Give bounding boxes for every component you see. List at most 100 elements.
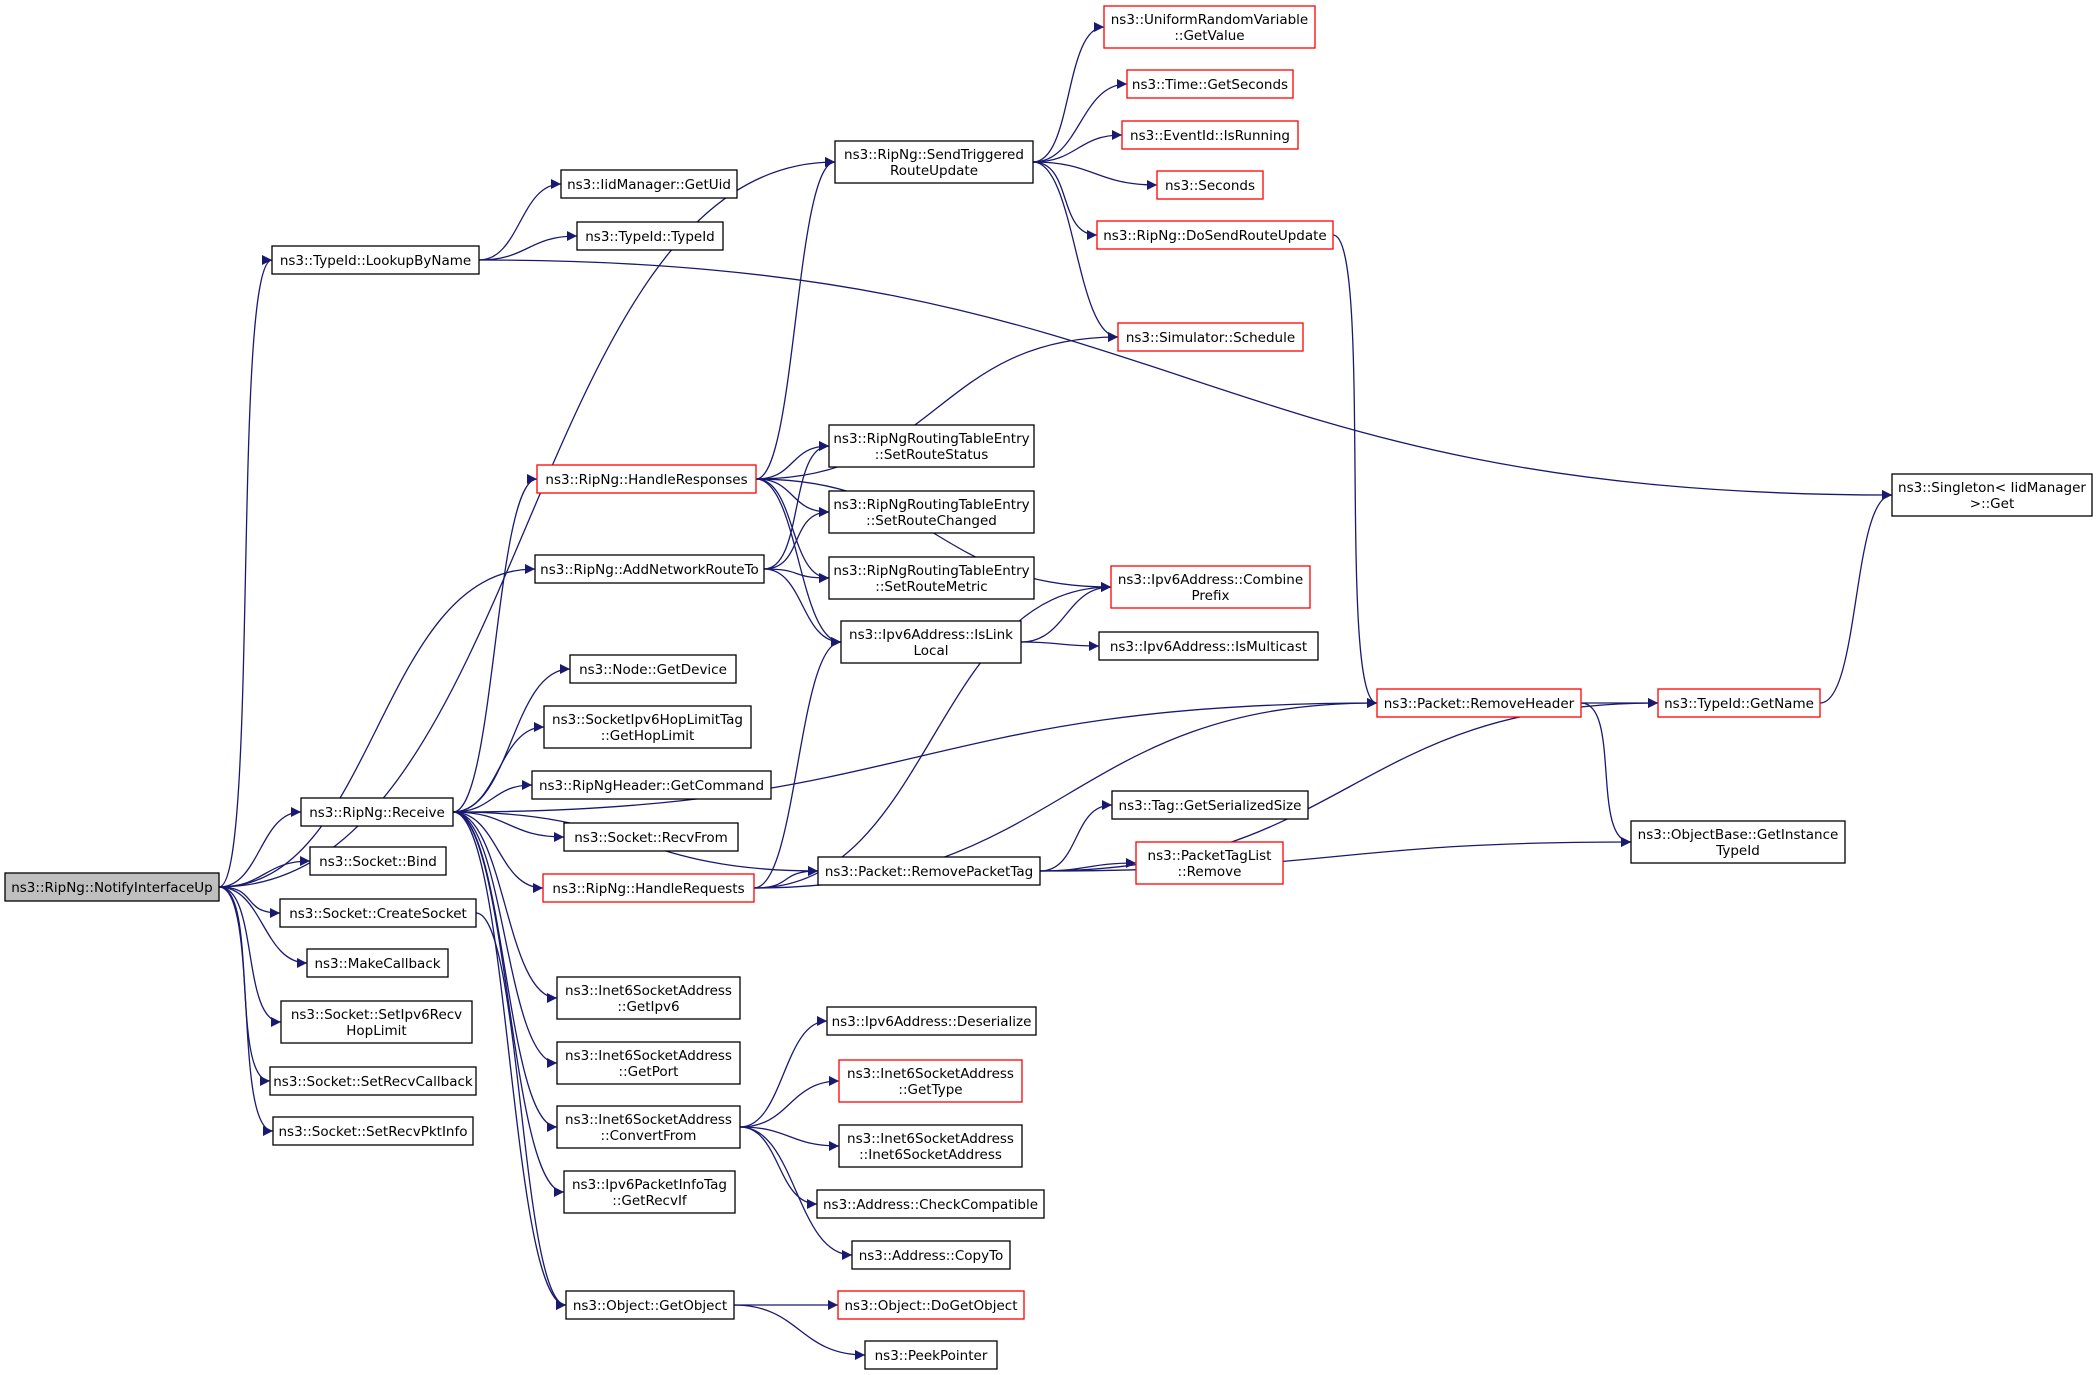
node-peek-pointer[interactable]: ns3::PeekPointer <box>864 1340 998 1370</box>
node-uniform-get-value[interactable]: ns3::UniformRandomVariable::GetValue <box>1103 5 1316 49</box>
edge-receive-to-get-command <box>452 780 533 813</box>
node-tag-get-serialized-size[interactable]: ns3::Tag::GetSerializedSize <box>1111 790 1309 820</box>
node-label: ::ConvertFrom <box>601 1128 697 1144</box>
node-lookup-by-name[interactable]: ns3::TypeId::LookupByName <box>271 245 480 275</box>
node-label: ::GetPort <box>619 1064 679 1080</box>
node-label: ns3::RipNgHeader::GetCommand <box>539 778 764 794</box>
node-box <box>1891 473 2093 517</box>
node-get-name[interactable]: ns3::TypeId::GetName <box>1657 688 1821 718</box>
node-do-get-object[interactable]: ns3::Object::DoGetObject <box>837 1290 1025 1320</box>
node-socket-bind[interactable]: ns3::Socket::Bind <box>309 846 447 876</box>
node-notify-interface-up[interactable]: ns3::RipNg::NotifyInterfaceUp <box>4 872 220 902</box>
node-type-id-type-id[interactable]: ns3::TypeId::TypeId <box>576 221 724 251</box>
node-label: ns3::RipNgRoutingTableEntry <box>833 431 1029 447</box>
edge-receive-to-get-port <box>452 811 558 1068</box>
node-address-copy-to[interactable]: ns3::Address::CopyTo <box>851 1240 1011 1270</box>
node-box <box>563 822 739 852</box>
node-handle-requests[interactable]: ns3::RipNg::HandleRequests <box>542 873 755 903</box>
node-add-network-route-to[interactable]: ns3::RipNg::AddNetworkRouteTo <box>534 554 765 584</box>
node-get-port[interactable]: ns3::Inet6SocketAddress::GetPort <box>556 1041 741 1085</box>
edge-notify-interface-up-to-send-triggered <box>218 157 836 888</box>
node-label: ns3::TypeId::LookupByName <box>280 253 471 269</box>
node-label: TypeId <box>1715 843 1760 859</box>
node-get-ipv6[interactable]: ns3::Inet6SocketAddress::GetIpv6 <box>556 976 741 1020</box>
node-create-socket[interactable]: ns3::Socket::CreateSocket <box>279 898 477 928</box>
edge-send-triggered-to-time-get-seconds <box>1032 79 1128 163</box>
node-node-get-device[interactable]: ns3::Node::GetDevice <box>569 654 737 684</box>
edge-notify-interface-up-to-set-recv-pkt-info <box>218 886 274 1136</box>
node-box <box>1098 631 1319 661</box>
node-label: ns3::Time::GetSeconds <box>1132 77 1288 93</box>
node-label: ::Remove <box>1178 864 1242 880</box>
node-label: ns3::MakeCallback <box>314 956 440 972</box>
node-sim-schedule[interactable]: ns3::Simulator::Schedule <box>1117 322 1304 352</box>
node-ipv6-deserialize[interactable]: ns3::Ipv6Address::Deserialize <box>826 1006 1037 1036</box>
node-box <box>279 898 477 928</box>
node-label: ns3::ObjectBase::GetInstance <box>1638 827 1839 843</box>
node-box <box>1376 688 1582 718</box>
node-label: ns3::Simulator::Schedule <box>1126 330 1295 346</box>
node-label: ns3::PacketTagList <box>1148 848 1272 864</box>
node-label: ns3::Inet6SocketAddress <box>847 1131 1014 1147</box>
node-do-send-route-update[interactable]: ns3::RipNg::DoSendRouteUpdate <box>1096 220 1334 250</box>
node-box <box>840 620 1022 664</box>
edge-handle-responses-to-set-route-changed <box>755 478 830 517</box>
node-box <box>280 1000 473 1044</box>
node-label: ::GetIpv6 <box>617 999 679 1015</box>
node-packet-tag-list-remove[interactable]: ns3::PacketTagList::Remove <box>1135 841 1284 885</box>
node-convert-from[interactable]: ns3::Inet6SocketAddress::ConvertFrom <box>556 1105 741 1149</box>
node-label: ns3::RipNg::AddNetworkRouteTo <box>540 562 759 578</box>
node-get-recv-if[interactable]: ns3::Ipv6PacketInfoTag::GetRecvIf <box>563 1170 736 1214</box>
node-label: ns3::Ipv6Address::IsMulticast <box>1110 639 1307 655</box>
node-set-recv-pkt-info[interactable]: ns3::Socket::SetRecvPktInfo <box>272 1116 474 1146</box>
node-set-route-metric[interactable]: ns3::RipNgRoutingTableEntry::SetRouteMet… <box>828 556 1035 600</box>
node-remove-packet-tag[interactable]: ns3::Packet::RemovePacketTag <box>817 856 1041 886</box>
node-box <box>272 1116 474 1146</box>
node-recv-from[interactable]: ns3::Socket::RecvFrom <box>563 822 739 852</box>
node-label: RouteUpdate <box>890 163 978 179</box>
node-box <box>536 464 757 494</box>
node-get-command[interactable]: ns3::RipNgHeader::GetCommand <box>531 770 772 800</box>
node-label: ns3::SocketIpv6HopLimitTag <box>552 712 743 728</box>
node-label: ns3::Packet::RemoveHeader <box>1384 696 1575 712</box>
node-box <box>576 221 724 251</box>
node-label: ns3::Socket::SetIpv6Recv <box>291 1007 462 1023</box>
node-remove-header[interactable]: ns3::Packet::RemoveHeader <box>1376 688 1582 718</box>
node-set-route-changed[interactable]: ns3::RipNgRoutingTableEntry::SetRouteCha… <box>828 490 1035 534</box>
node-inet-get-type[interactable]: ns3::Inet6SocketAddress::GetType <box>838 1059 1023 1103</box>
edge-send-triggered-to-event-is-running <box>1032 130 1123 163</box>
node-box <box>837 1290 1025 1320</box>
node-label: ns3::Inet6SocketAddress <box>565 983 732 999</box>
node-label: ns3::Socket::RecvFrom <box>574 830 728 846</box>
node-make-callback[interactable]: ns3::MakeCallback <box>306 948 449 978</box>
node-is-multicast[interactable]: ns3::Ipv6Address::IsMulticast <box>1098 631 1319 661</box>
edge-receive-to-handle-requests <box>452 811 544 893</box>
edge-handle-responses-to-is-link-local <box>755 478 842 647</box>
node-singleton-get[interactable]: ns3::Singleton< IidManager >::Get <box>1891 473 2093 517</box>
node-inet-ctor[interactable]: ns3::Inet6SocketAddress::Inet6SocketAddr… <box>838 1124 1023 1168</box>
edge-remove-header-to-get-instance-type-id <box>1580 702 1632 847</box>
node-event-is-running[interactable]: ns3::EventId::IsRunning <box>1121 120 1299 150</box>
edge-receive-to-recv-from <box>452 811 565 842</box>
node-receive[interactable]: ns3::RipNg::Receive <box>300 797 454 827</box>
node-time-get-seconds[interactable]: ns3::Time::GetSeconds <box>1126 69 1294 99</box>
node-label: ns3::RipNg::Receive <box>309 805 445 821</box>
edge-lookup-by-name-to-singleton-get <box>478 259 1893 500</box>
node-set-route-status[interactable]: ns3::RipNgRoutingTableEntry::SetRouteSta… <box>828 424 1035 468</box>
node-handle-responses[interactable]: ns3::RipNg::HandleResponses <box>536 464 757 494</box>
node-label: ns3::Tag::GetSerializedSize <box>1119 798 1302 814</box>
node-object-get-object[interactable]: ns3::Object::GetObject <box>565 1290 735 1320</box>
node-get-hop-limit[interactable]: ns3::SocketIpv6HopLimitTag::GetHopLimit <box>543 705 752 749</box>
node-check-compatible[interactable]: ns3::Address::CheckCompatible <box>816 1189 1045 1219</box>
node-set-recv-callback[interactable]: ns3::Socket::SetRecvCallback <box>269 1066 477 1096</box>
node-iid-get-uid[interactable]: ns3::IidManager::GetUid <box>560 169 738 199</box>
node-seconds[interactable]: ns3::Seconds <box>1156 170 1264 200</box>
edge-notify-interface-up-to-socket-bind <box>218 856 311 888</box>
edge-add-network-route-to-to-is-link-local <box>763 568 842 647</box>
